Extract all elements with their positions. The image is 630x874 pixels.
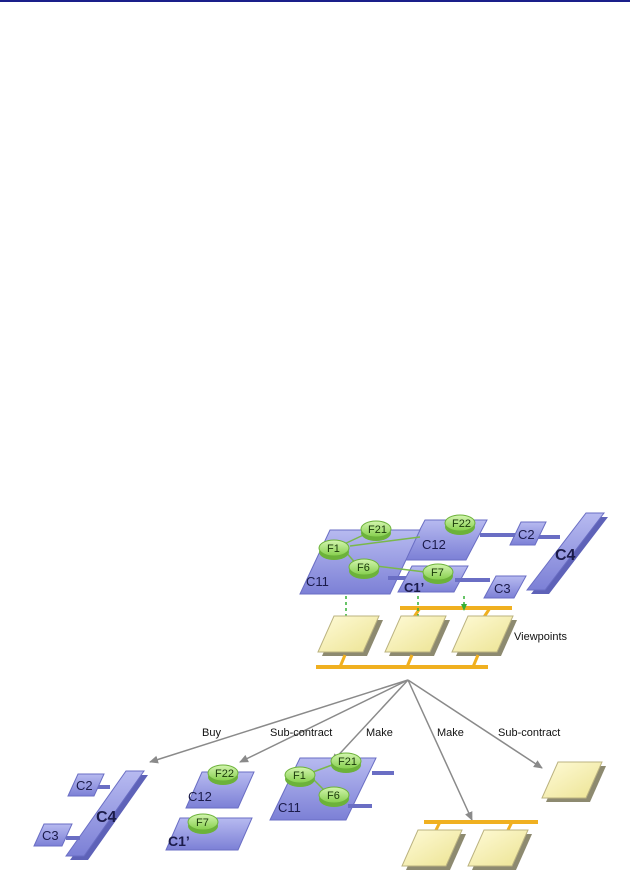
c4-label: C4 [555, 547, 576, 564]
c3-label: C3 [494, 581, 511, 596]
c1prime-label: C1’ [404, 580, 424, 595]
buy-label: Buy [202, 727, 221, 739]
function-f1-top: F1 [319, 540, 349, 560]
f6-label: F6 [327, 790, 340, 802]
viewpoint-1 [318, 616, 383, 656]
bus-lower [316, 655, 488, 667]
function-f22-top: F22 [445, 515, 475, 535]
f6-label: F6 [357, 562, 370, 574]
f22-label: F22 [452, 518, 471, 530]
function-f1-make: F1 [285, 767, 315, 787]
function-f6-top: F6 [349, 559, 379, 579]
f22-label: F22 [215, 768, 234, 780]
component-c2-top: C2 [510, 522, 546, 545]
make-label-left: Make [366, 727, 393, 739]
viewpoint-3 [452, 616, 517, 656]
viewpoint-make-1 [402, 830, 466, 870]
function-f21-make: F21 [331, 753, 361, 773]
viewpoints-label: Viewpoints [514, 631, 567, 643]
component-c3-buy: C3 [34, 824, 72, 846]
component-c3-top: C3 [484, 576, 526, 598]
subcontract-label-left: Sub-contract [270, 727, 332, 739]
c2-label: C2 [518, 527, 535, 542]
component-c2-buy: C2 [68, 774, 104, 796]
c1p-label: C1’ [168, 833, 190, 849]
f1-label: F1 [293, 770, 306, 782]
viewpoint-subcontract [542, 762, 606, 802]
f21-label: F21 [368, 524, 387, 536]
arrow-subcontract-left [240, 680, 408, 762]
subcontract-label-right: Sub-contract [498, 727, 560, 739]
f7-label: F7 [431, 567, 444, 579]
c11-label: C11 [306, 574, 329, 589]
f1-label: F1 [327, 543, 340, 555]
f7-label: F7 [196, 817, 209, 829]
function-f7-sub: F7 [188, 814, 218, 834]
make-label-right: Make [437, 727, 464, 739]
c2-label: C2 [76, 778, 93, 793]
viewpoint-2 [385, 616, 450, 656]
function-f6-make: F6 [319, 787, 349, 807]
c3-label: C3 [42, 828, 59, 843]
c11-label: C11 [278, 800, 301, 815]
function-f21-top: F21 [361, 521, 391, 541]
function-f22-sub: F22 [208, 765, 238, 785]
c4-label: C4 [96, 809, 117, 826]
f21-label: F21 [338, 756, 357, 768]
viewpoint-make-2 [468, 830, 532, 870]
c12-label: C12 [188, 789, 212, 804]
c12-label: C12 [422, 537, 446, 552]
function-f7-top: F7 [423, 564, 453, 584]
